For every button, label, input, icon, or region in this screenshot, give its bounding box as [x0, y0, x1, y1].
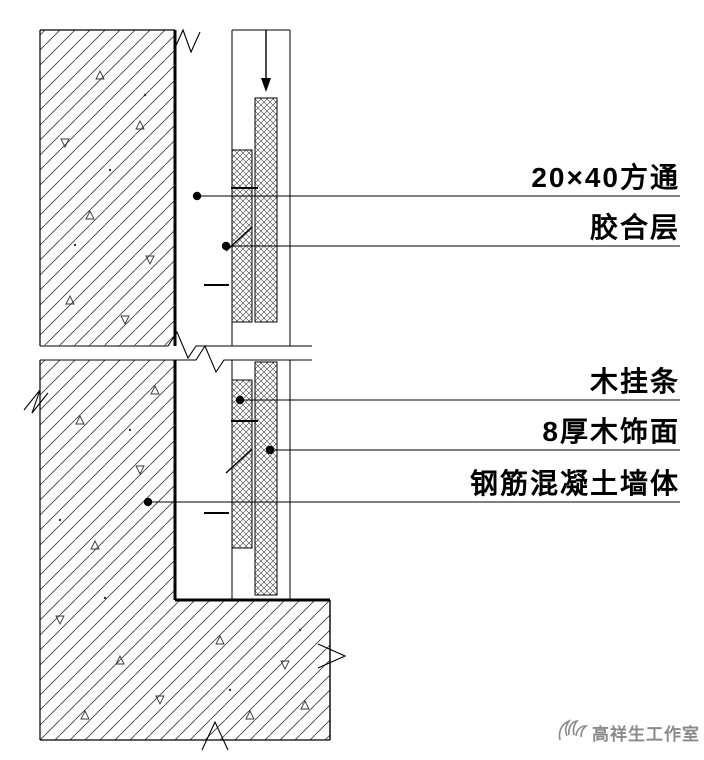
veneer-panel-upper [254, 97, 278, 323]
concrete-hatch-lower [40, 360, 330, 740]
leader-lines [143, 191, 680, 507]
down-arrow-icon [261, 30, 271, 92]
wood-strips-upper [231, 97, 278, 323]
concrete-aggregate-symbols [55, 69, 310, 720]
break-mark-left [23, 389, 49, 414]
break-line-middle [40, 330, 312, 374]
veneer-panel-lower [254, 361, 278, 596]
break-mark-top [173, 28, 201, 54]
concrete-wall-upper-section [39, 29, 177, 346]
concrete-hatch-upper [40, 30, 175, 346]
label-square-tube: 20×40方通 [531, 161, 680, 193]
break-mark-bottom [201, 720, 229, 751]
annotation-labels: 20×40方通 胶合层 木挂条 8厚木饰面 钢筋混凝土墙体 [470, 161, 680, 499]
break-marks [23, 28, 347, 751]
label-wood-veneer: 8厚木饰面 [542, 416, 680, 447]
concrete-wall-lower-section [39, 360, 331, 741]
break-mark-right [317, 643, 347, 669]
watermark: 高祥生工作室 [558, 719, 700, 744]
fastener-marks [204, 187, 258, 514]
label-glue-layer: 胶合层 [590, 211, 680, 243]
label-concrete-wall: 钢筋混凝土墙体 [470, 467, 680, 499]
watermark-text: 高祥生工作室 [592, 724, 700, 744]
label-wood-batten: 木挂条 [589, 366, 680, 397]
watermark-hand-icon [558, 719, 589, 741]
